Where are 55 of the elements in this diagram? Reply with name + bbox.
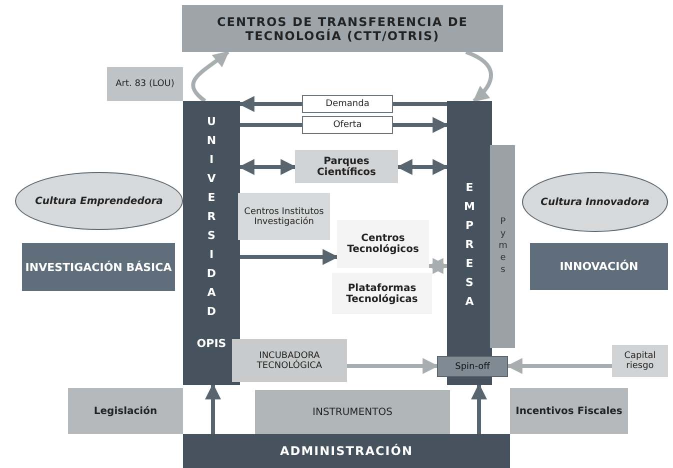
label-box — [302, 95, 393, 113]
note-text: Art. 83 (LOU) — [114, 79, 176, 89]
vertical-bar — [490, 145, 515, 348]
label-box — [612, 345, 668, 377]
label-box — [68, 388, 183, 434]
vertical-bar — [183, 101, 240, 385]
bar-label: UNIVERSIDAD — [204, 115, 219, 324]
arrow — [465, 50, 493, 102]
box-label: Centros Tecnológicos — [346, 233, 420, 255]
vertical-bar — [447, 101, 492, 385]
box-label: Plataformas Tecnológicas — [345, 282, 419, 304]
box-label: Oferta — [332, 120, 363, 130]
box-label: INVESTIGACIÓN BÁSICA — [24, 260, 173, 274]
bar-label: Pymes — [497, 216, 509, 276]
label-box — [295, 150, 398, 183]
arrow — [238, 159, 297, 175]
box-label: ADMINISTRACIÓN — [278, 444, 414, 458]
note-box — [107, 67, 183, 101]
label-box — [337, 220, 429, 268]
oval-label: Cultura Emprendedora — [34, 196, 164, 206]
box-label: INSTRUMENTOS — [312, 406, 394, 418]
oval-label: Cultura Innovadora — [540, 196, 650, 208]
label-box — [232, 339, 347, 382]
arrow — [347, 358, 439, 374]
label-box — [437, 356, 508, 377]
arrow — [471, 383, 487, 434]
arrow — [240, 249, 339, 265]
box-label: Capital riesgo — [623, 351, 657, 371]
arrow — [396, 159, 449, 175]
arrow — [506, 358, 612, 374]
arrow — [205, 383, 221, 434]
arrow — [191, 50, 230, 103]
banner-box — [182, 5, 503, 52]
label-box — [255, 390, 450, 434]
box-label: Spin-off — [454, 362, 491, 372]
arrow — [238, 96, 302, 112]
arrow — [427, 258, 449, 274]
label-box — [332, 273, 432, 314]
bar-label: EMPRESA — [462, 181, 477, 314]
label-box — [22, 243, 175, 291]
box-label: Demanda — [324, 99, 370, 109]
label-box — [302, 116, 393, 134]
box-label: Centros Institutos Investigación — [243, 206, 325, 226]
label-box — [183, 434, 510, 468]
box-label: INCUBADORA TECNOLÓGICA — [256, 350, 324, 370]
label-box — [530, 243, 668, 290]
arrow — [393, 117, 449, 133]
bar-label: OPIS — [196, 337, 228, 350]
banner-title: CENTROS DE TRANSFERENCIA DE TECNOLOGÍA (CTT/OTRIS) — [216, 14, 469, 42]
box-label: Incentivos Fiscales — [514, 406, 624, 416]
label-box — [510, 388, 628, 434]
label-box — [238, 193, 330, 240]
box-label: INNOVACIÓN — [558, 260, 640, 273]
box-label: Legislación — [92, 406, 158, 416]
box-label: Parques Científicos — [316, 156, 378, 178]
